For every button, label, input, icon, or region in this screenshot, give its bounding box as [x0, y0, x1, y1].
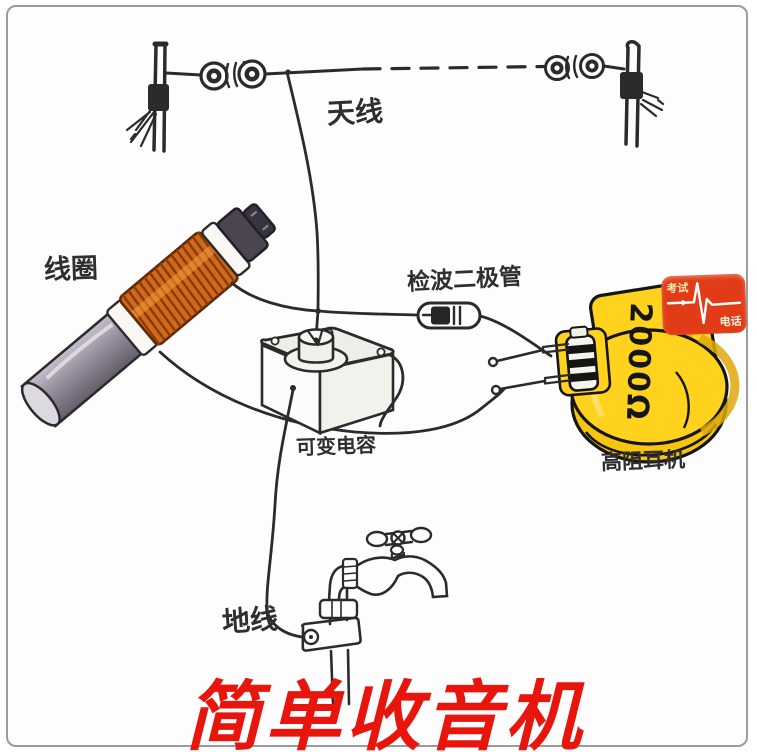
capacitor-ground-terminal — [290, 385, 296, 391]
antenna-pole-right — [620, 39, 665, 148]
antenna-wire-solid — [263, 67, 365, 76]
ground-wire — [265, 388, 304, 639]
pipe-collar — [318, 598, 359, 620]
rod-end-face — [20, 381, 61, 427]
watermark-top-text: 考试 — [666, 281, 689, 296]
wire-lug-lower — [490, 384, 502, 396]
coil-assembly — [20, 203, 276, 428]
faucet — [301, 526, 449, 706]
capacitor-loop-wire — [378, 353, 405, 428]
junction-to-diode-wire — [317, 309, 420, 317]
faucet-handle — [365, 526, 433, 566]
antenna-wire-left — [164, 71, 203, 77]
coil-top-wire — [230, 281, 320, 313]
earphone — [487, 279, 740, 464]
ground-clamp — [301, 616, 362, 652]
pipe-lower — [328, 616, 351, 706]
earphone-terminal — [554, 325, 612, 397]
rod-cap — [216, 203, 276, 263]
faucet-body — [350, 555, 449, 599]
antenna-pole-left — [125, 41, 169, 153]
antenna-leadin-wire — [285, 70, 320, 313]
watermark-bottom-text: 电话 — [719, 314, 742, 329]
antenna-insulator-left — [199, 59, 267, 91]
earphone-impedance-marking: 2000Ω — [618, 301, 658, 422]
coil-label: 线圈 — [43, 253, 99, 286]
antenna-wire-dashed — [361, 64, 547, 71]
red-watermark-logo: 考试 电话 — [660, 273, 748, 336]
pulse-waveform-icon — [666, 282, 742, 325]
detector-diode — [416, 301, 482, 330]
earphone-label: 高阻耳机 — [600, 447, 686, 475]
variable-capacitor-label: 可变电容 — [295, 432, 377, 460]
detector-diode-label: 检波二极管 — [406, 264, 523, 296]
ground-wire-label: 地线 — [220, 602, 280, 639]
antenna-label: 天线 — [326, 94, 384, 131]
capacitor-top-terminal — [313, 337, 319, 343]
antenna-wire-right — [602, 64, 626, 71]
variable-capacitor — [260, 326, 395, 436]
page-title: 简单收音机 — [185, 676, 585, 752]
antenna-assembly — [125, 39, 665, 153]
coil-to-earphone-wire — [158, 350, 506, 435]
antenna-insulator-right — [544, 53, 605, 81]
wire-lug-upper — [487, 356, 499, 368]
